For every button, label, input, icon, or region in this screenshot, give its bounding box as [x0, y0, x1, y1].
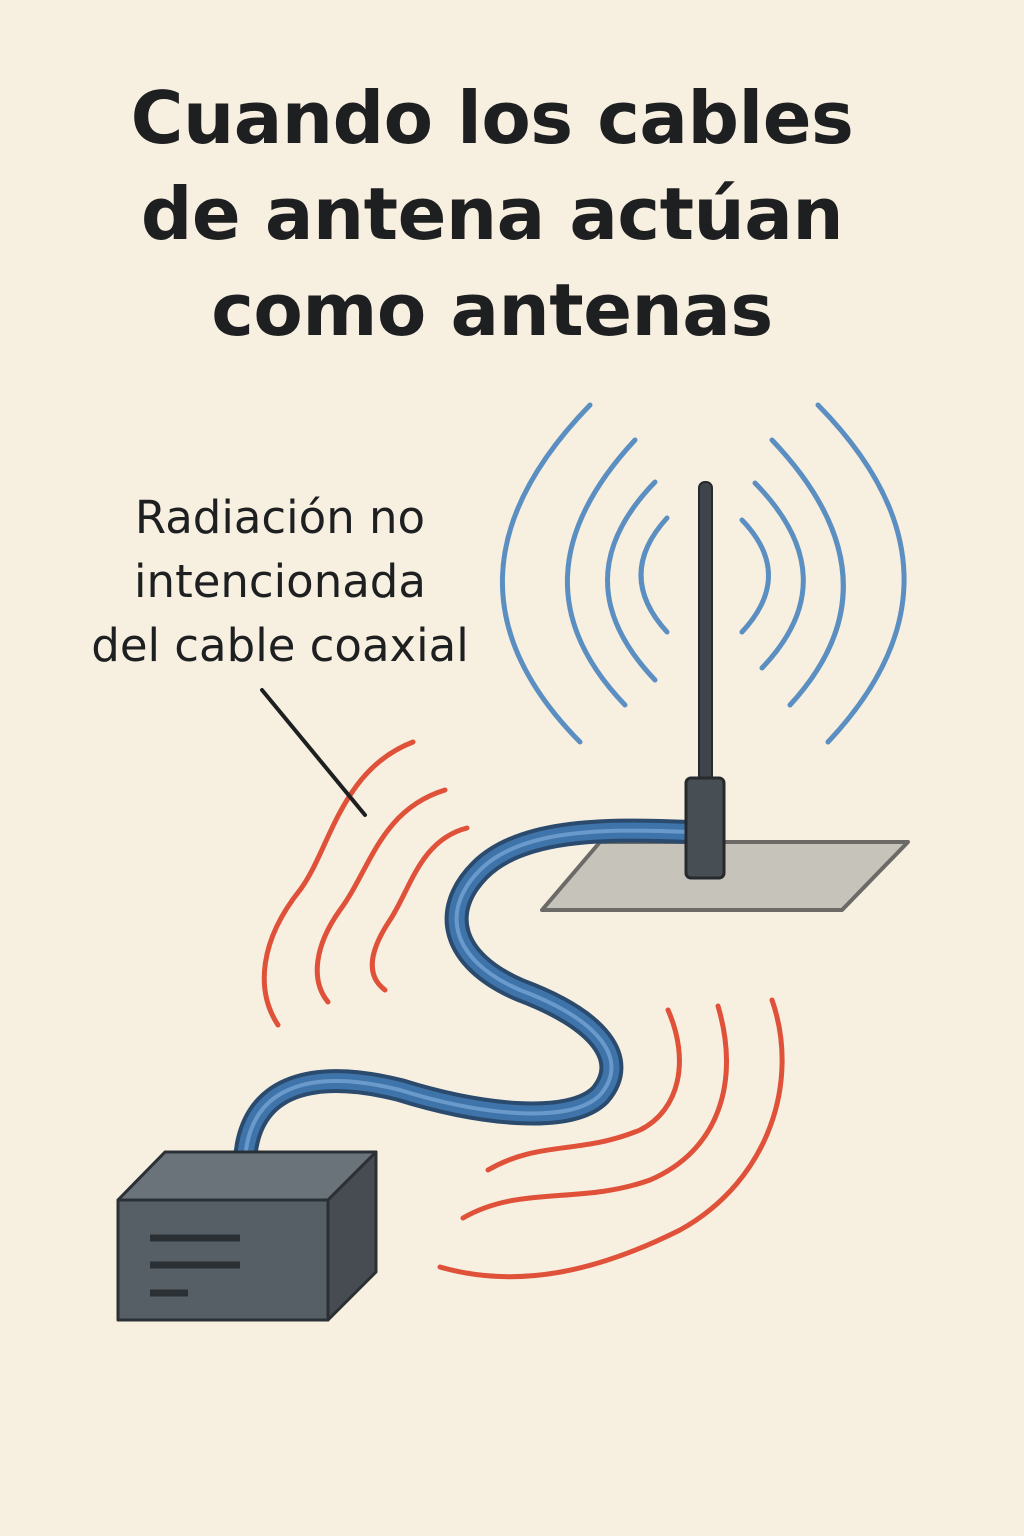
antenna-icon: [684, 481, 726, 880]
ground-plane: [540, 840, 910, 912]
callout-pointer-line: [260, 688, 367, 817]
wave-left-1: [638, 515, 670, 635]
wave-left-1: [261, 739, 416, 1028]
wave-left-3: [369, 825, 470, 993]
wave-right-4: [815, 402, 907, 745]
wave-right-2: [460, 1003, 729, 1221]
title-line: como antenas: [211, 268, 773, 352]
callout-line: intencionada: [134, 555, 426, 608]
wave-right-3: [769, 437, 846, 708]
wave-right-3: [437, 997, 785, 1280]
callout-line: del cable coaxial: [91, 619, 469, 672]
callout-line: Radiación no: [134, 491, 426, 544]
cable-radiation-waves: [261, 739, 785, 1280]
wave-left-2: [605, 479, 658, 683]
title-line: de antena actúan: [140, 172, 844, 256]
page-title: Cuando los cables de antena actúan como …: [0, 70, 984, 358]
antenna-radiation-waves: [499, 402, 907, 745]
wave-left-3: [564, 437, 638, 708]
device-box-icon: [116, 1150, 378, 1322]
coax-cable: [233, 818, 702, 1172]
wave-right-1: [485, 1007, 682, 1173]
wave-right-2: [752, 480, 806, 671]
callout-label: Radiación no intencionada del cable coax…: [40, 486, 520, 678]
wave-left-4: [499, 402, 593, 745]
wave-left-2: [314, 787, 448, 1005]
title-line: Cuando los cables: [130, 76, 854, 160]
wave-right-1: [739, 517, 771, 635]
